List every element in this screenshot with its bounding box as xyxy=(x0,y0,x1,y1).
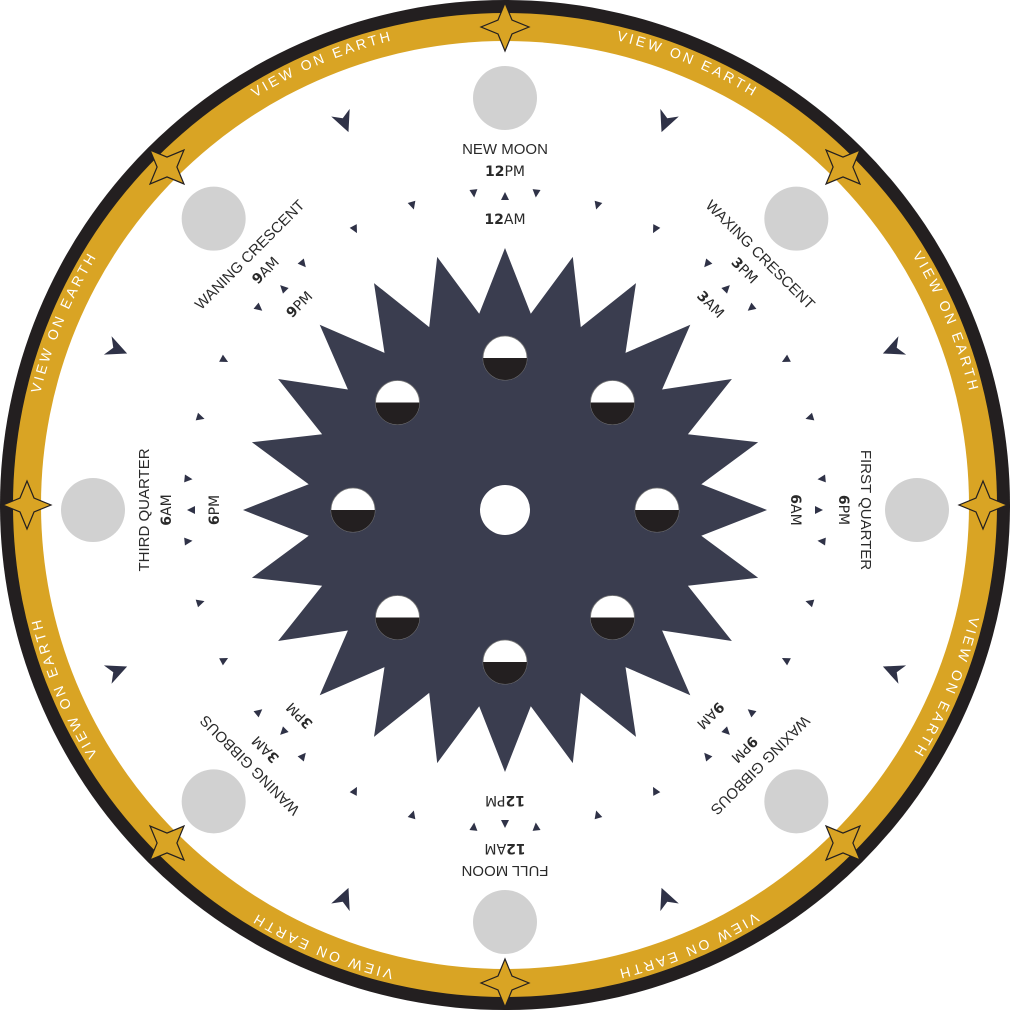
view-moon xyxy=(61,478,125,542)
view-moon xyxy=(182,187,246,251)
phase-name: THIRD QUARTER xyxy=(136,448,153,571)
orbit-moon xyxy=(590,595,634,639)
orbit-moon xyxy=(483,336,527,380)
orbit-moon xyxy=(590,381,634,425)
phase-time-primary: 6PM xyxy=(835,495,851,525)
phase-time-secondary: 12PM xyxy=(485,792,525,808)
phase-time-secondary: 6PM xyxy=(207,495,223,525)
orbit-moon xyxy=(635,488,679,532)
center-hole xyxy=(480,485,530,535)
view-moon xyxy=(764,769,828,833)
phase-time-secondary: 6AM xyxy=(787,494,803,525)
view-moon xyxy=(473,890,537,954)
orbit-moon xyxy=(483,640,527,684)
phase-name: FIRST QUARTER xyxy=(857,450,874,570)
view-moon xyxy=(885,478,949,542)
phase-time-primary: 12AM xyxy=(484,840,525,856)
phase-time-secondary: 12AM xyxy=(484,212,525,228)
view-moon xyxy=(764,187,828,251)
orbit-moon xyxy=(376,595,420,639)
phase-time-primary: 6AM xyxy=(159,494,175,525)
orbit-moon xyxy=(376,381,420,425)
phase-name: FULL MOON xyxy=(462,862,549,879)
phase-name: NEW MOON xyxy=(462,141,548,158)
orbit-moon xyxy=(331,488,375,532)
view-moon xyxy=(182,769,246,833)
phase-time-primary: 12PM xyxy=(485,164,525,180)
view-moon xyxy=(473,66,537,130)
